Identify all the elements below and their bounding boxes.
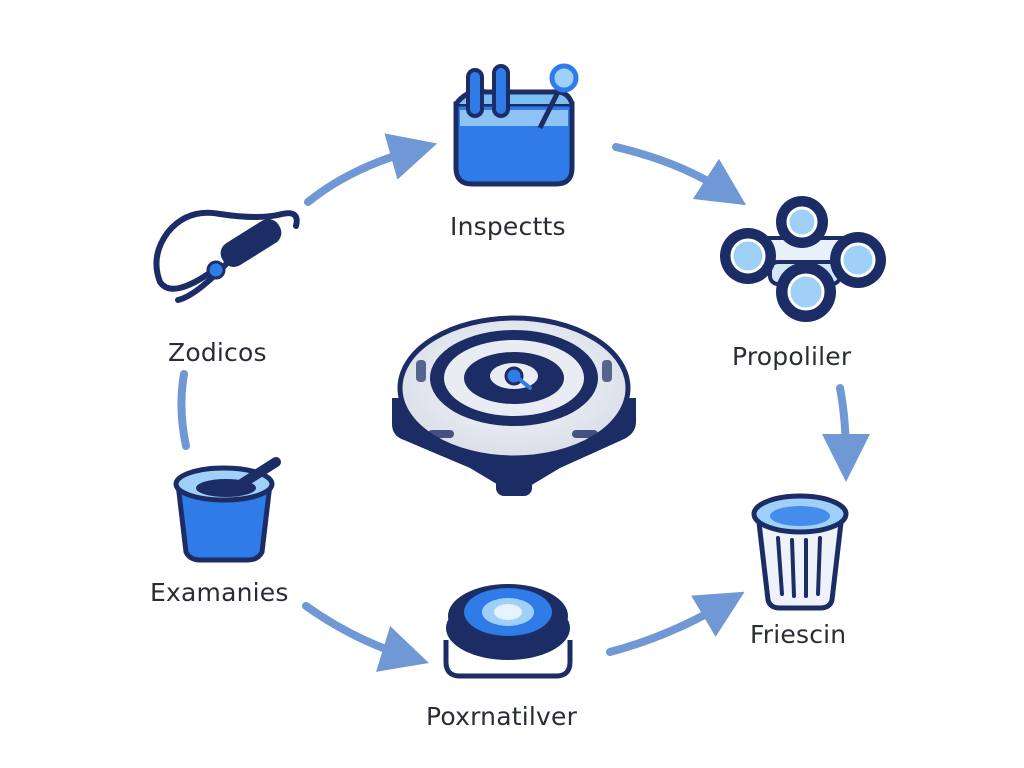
node-label-propoliler: Propoliler	[732, 342, 852, 371]
bucket-scoop-icon	[173, 457, 281, 563]
wheel	[830, 232, 886, 288]
arrow-inspects-to-propoliler	[612, 143, 747, 206]
node-label-poxrnatilver: Poxrnatilver	[426, 702, 578, 731]
arrow-propoliler-to-friescin	[821, 384, 870, 482]
container-probe-icon	[453, 63, 579, 187]
arrow-examanies-to-poxrnatilver	[302, 602, 429, 672]
filter-basket-icon	[751, 493, 849, 611]
node-label-examanies: Examanies	[150, 578, 289, 607]
node-label-zodicos: Zodicos	[168, 338, 267, 367]
arrow-zodicos-to-inspects	[304, 133, 438, 206]
robot-pool-cleaner-icon	[392, 315, 636, 496]
wheeled-chassis-icon	[720, 196, 886, 322]
arrow-examanies-to-zodicos	[177, 370, 190, 450]
wheel	[776, 196, 828, 248]
node-label-inspects: Inspectts	[450, 212, 566, 241]
node-label-friescin: Friescin	[750, 620, 847, 649]
wheel	[720, 228, 776, 284]
cycle-arrows	[177, 133, 870, 672]
hose-nozzle-icon	[153, 209, 300, 303]
wheel	[776, 262, 836, 322]
arrow-friescin-to-poxrnatilver	[606, 591, 745, 656]
round-disc-icon	[443, 584, 573, 679]
